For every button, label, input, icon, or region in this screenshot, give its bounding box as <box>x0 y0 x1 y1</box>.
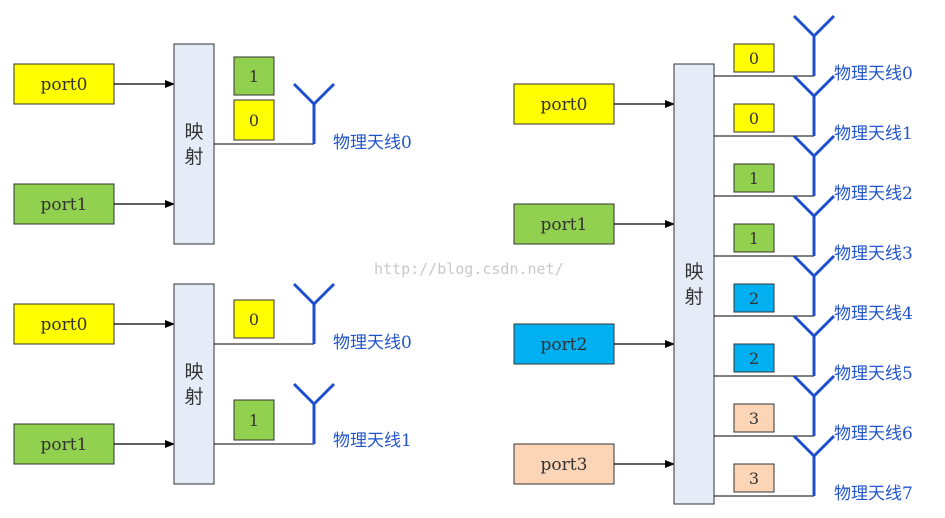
port-box <box>513 323 615 365</box>
port-label: port1 <box>541 215 588 235</box>
port-label: port2 <box>541 335 588 355</box>
antenna-label: 物理天线2 <box>834 184 913 204</box>
mapper-label: 映 <box>184 361 203 383</box>
antenna-label: 物理天线1 <box>834 124 913 144</box>
antenna-label: 物理天线5 <box>834 364 913 384</box>
antenna-label: 物理天线3 <box>834 244 913 264</box>
antenna-icon <box>792 134 836 196</box>
antenna-icon <box>792 74 836 136</box>
port-label: port1 <box>41 195 88 215</box>
symbol-label: 1 <box>249 411 259 430</box>
symbol-label: 0 <box>749 49 759 68</box>
port-label: port3 <box>541 455 588 475</box>
port-box <box>513 83 615 125</box>
symbol-box <box>733 283 775 313</box>
mapper-box <box>173 43 215 245</box>
symbol-box <box>733 403 775 433</box>
symbol-box <box>733 43 775 73</box>
antenna-icon <box>292 382 336 444</box>
mapper-label: 射 <box>184 386 203 408</box>
antenna-label: 物理天线0 <box>333 333 412 353</box>
watermark: http://blog.csdn.net/ <box>374 260 564 278</box>
antenna-icon <box>292 82 336 144</box>
antenna-icon <box>792 374 836 436</box>
port-box <box>13 63 115 105</box>
symbol-label: 0 <box>249 111 259 130</box>
symbol-label: 1 <box>749 229 759 248</box>
antenna-icon <box>792 434 836 496</box>
antenna-icon <box>292 282 336 344</box>
symbol-box <box>233 299 275 339</box>
diagram-c: port0 port1 port2 port3 映 射 0 0 1 1 2 2 … <box>513 14 913 505</box>
symbol-label: 1 <box>249 67 259 86</box>
port-label: port1 <box>41 435 88 455</box>
port-box <box>513 443 615 485</box>
symbol-box <box>733 343 775 373</box>
port-label: port0 <box>41 315 88 335</box>
antenna-label: 物理天线7 <box>834 484 913 504</box>
symbol-label: 0 <box>749 109 759 128</box>
antenna-label: 物理天线1 <box>333 431 412 451</box>
diagram-b: port0 port1 映 射 0 1 物理天线0 物理天线1 <box>13 282 412 485</box>
port-label: port0 <box>41 75 88 95</box>
antenna-icon <box>792 14 836 76</box>
antenna-label: 物理天线6 <box>834 424 913 444</box>
port-box <box>13 183 115 225</box>
symbol-label: 2 <box>749 349 759 368</box>
symbol-label: 3 <box>749 469 759 488</box>
antenna-icon <box>792 254 836 316</box>
symbol-label: 3 <box>749 409 759 428</box>
antenna-label: 物理天线0 <box>333 133 412 153</box>
mapper-label: 射 <box>184 146 203 168</box>
antenna-label: 物理天线4 <box>834 304 913 324</box>
antenna-label: 物理天线0 <box>834 64 913 84</box>
symbol-box <box>733 103 775 133</box>
mapper-label: 射 <box>684 286 703 308</box>
mapper-box <box>673 63 715 505</box>
mapper-box <box>173 283 215 485</box>
symbol-label: 2 <box>749 289 759 308</box>
antenna-icon <box>792 314 836 376</box>
symbol-box <box>233 399 275 441</box>
port-box <box>513 203 615 245</box>
symbol-box <box>733 163 775 193</box>
port-box <box>13 303 115 345</box>
symbol-label: 1 <box>749 169 759 188</box>
mapper-label: 映 <box>684 261 703 283</box>
symbol-box <box>733 463 775 493</box>
antenna-icon <box>792 194 836 256</box>
symbol-box <box>233 99 275 141</box>
symbol-box <box>733 223 775 253</box>
port-box <box>13 423 115 465</box>
mapper-label: 映 <box>184 121 203 143</box>
symbol-label: 0 <box>249 310 259 329</box>
symbol-box <box>233 56 275 96</box>
diagram-a: port0 port1 映 射 1 0 物理天线0 <box>13 43 412 245</box>
port-label: port0 <box>541 95 588 115</box>
